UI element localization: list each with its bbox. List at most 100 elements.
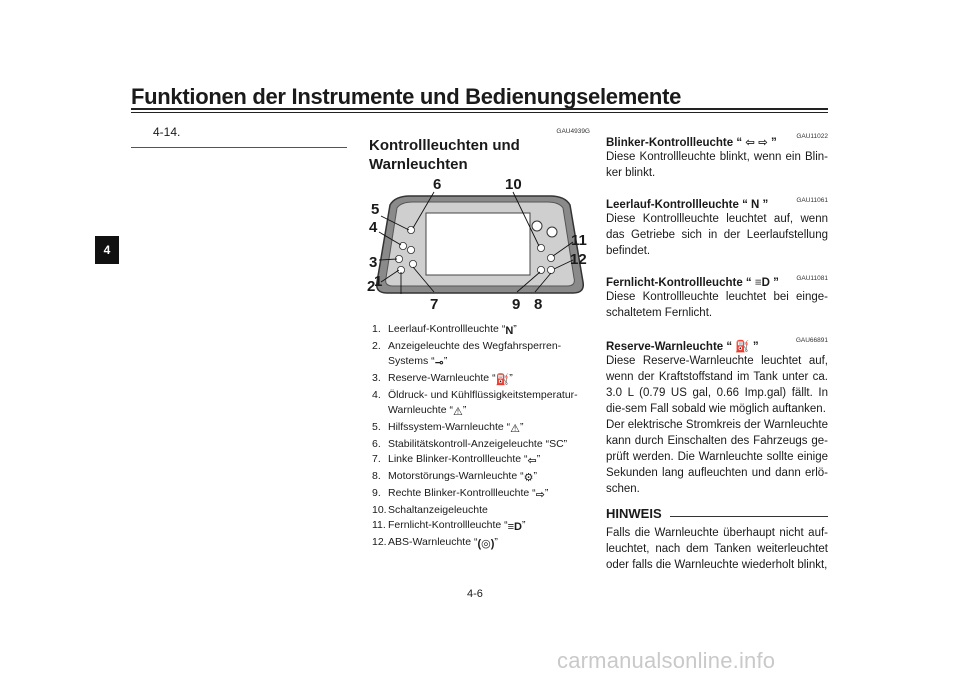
legend-label: Leerlauf-Kontrollleuchte “	[388, 323, 506, 335]
legend-label: Öldruck- und Kühlflüssigkeitstemperatur-…	[388, 389, 578, 416]
legend-item: 11.Fernlicht-Kontrollleuchte “≡D”	[372, 518, 600, 535]
legend-number: 5.	[372, 421, 381, 433]
header-rule	[131, 108, 828, 110]
section-body: Diese Kontrollleuchte leuchtet bei einge…	[606, 291, 828, 319]
legend-item: 1. Leerlauf-Kontrollleuchte “N”	[372, 322, 600, 339]
legend-text: Reserve-Warnleuchte “⛽”	[388, 371, 600, 388]
section-fernlicht: GAU11081 Fernlicht-Kontrollleuchte “ ≡D …	[606, 275, 828, 321]
legend-symbol-icon: ⇦	[527, 455, 537, 467]
callout-8: 8	[534, 296, 543, 313]
legend-symbol-icon: ⇨	[535, 489, 545, 501]
legend-text: Linke Blinker-Kontrollleuchte “⇦”	[388, 452, 600, 469]
legend-item: 4. Öldruck- und Kühlflüssigkeitstemperatu…	[372, 388, 600, 420]
legend-label: ABS-Warnleuchte “	[388, 536, 478, 548]
section-heading: Reserve-Warnleuchte “ ⛽ ”	[606, 341, 759, 353]
legend-number: 12.	[372, 536, 387, 548]
legend-symbol-icon: (◎)	[477, 538, 495, 550]
legend-label: Fernlicht-Kontrollleuchte “	[388, 519, 508, 531]
legend-label: Stabilitätskontroll-Anzeigeleuchte “SC”	[388, 438, 568, 450]
section-reserve: GAU66891 Reserve-Warnleuchte “ ⛽ ” Diese…	[606, 337, 828, 497]
legend-quote-close: ”	[462, 404, 467, 416]
legend-item: 3. Reserve-Warnleuchte “⛽”	[372, 371, 600, 388]
callout-2: 2	[367, 278, 376, 295]
legend-number: 3.	[372, 372, 381, 384]
legend-text: Leerlauf-Kontrollleuchte “N”	[388, 322, 600, 339]
legend-item: 6. Stabilitätskontroll-Anzeigeleuchte “SC…	[372, 437, 600, 452]
legend-quote-close: ”	[522, 519, 526, 531]
section-body-2: Der elektrische Stromkreis der Warnleuch…	[606, 419, 828, 495]
right-column: GAU11022 Blinker-Kontrollleuchte “ ⇦ ⇨ ”…	[606, 127, 828, 573]
legend-number: 11.	[372, 519, 386, 531]
section-blinker: GAU11022 Blinker-Kontrollleuchte “ ⇦ ⇨ ”…	[606, 133, 828, 181]
legend-item: 9. Rechte Blinker-Kontrollleuchte “⇨”	[372, 486, 600, 503]
section-code: GAU4939G	[556, 128, 590, 135]
legend-symbol-icon: ⚠	[510, 423, 521, 435]
header-rule-thin	[131, 112, 828, 113]
left-column-rule	[131, 147, 347, 148]
legend-label: Rechte Blinker-Kontrollleuchte “	[388, 487, 536, 499]
section-code: GAU11081	[796, 275, 828, 282]
legend-number: 4.	[372, 389, 381, 401]
section-code: GAU11061	[796, 197, 828, 204]
legend-text: Hilfssystem-Warnleuchte “⚠”	[388, 420, 600, 437]
legend-symbol-icon: ⚙	[523, 472, 534, 484]
section-code: GAU66891	[795, 337, 828, 344]
legend-text: ABS-Warnleuchte “(◎)”	[388, 535, 600, 552]
hinweis-header: HINWEIS	[606, 506, 828, 521]
section-heading: Leerlauf-Kontrollleuchte “ N ”	[606, 199, 769, 211]
legend-symbol-icon: ⛽	[495, 374, 510, 386]
legend-quote-close: ”	[443, 355, 448, 367]
legend-number: 10.	[372, 504, 387, 516]
legend-number: 9.	[372, 487, 381, 499]
legend-quote-close: ”	[533, 470, 537, 482]
legend-quote-close: ”	[513, 323, 517, 335]
callout-11: 11	[571, 232, 587, 249]
heading-line-2: Warnleuchten	[369, 156, 468, 173]
section-heading: Fernlicht-Kontrollleuchte “ ≡D ”	[606, 277, 779, 289]
legend-number: 2.	[372, 340, 381, 352]
legend-number: 1.	[372, 323, 381, 335]
chapter-tab: 4	[95, 236, 119, 264]
callout-6: 6	[433, 176, 442, 193]
callout-10: 10	[505, 176, 522, 193]
legend-quote-close: ”	[509, 372, 513, 384]
legend-label: Reserve-Warnleuchte “	[388, 372, 496, 384]
legend-label: Hilfssystem-Warnleuchte “	[388, 421, 511, 433]
legend-item: 5. Hilfssystem-Warnleuchte “⚠”	[372, 420, 600, 437]
legend-text: Schaltanzeigeleuchte	[388, 503, 600, 518]
legend-item: 12.ABS-Warnleuchte “(◎)”	[372, 535, 600, 552]
section-body: Diese Kontrollleuchte blinkt, wenn ein B…	[606, 151, 828, 179]
callout-5: 5	[371, 201, 380, 218]
legend-number: 8.	[372, 470, 381, 482]
section-body: Diese Reserve-Warnleuchte leuchtet auf, …	[606, 355, 828, 415]
callout-12: 12	[570, 251, 587, 268]
legend-quote-close: ”	[536, 453, 541, 465]
legend-label: Schaltanzeigeleuchte	[388, 504, 488, 516]
legend-symbol-icon: ≡D	[507, 521, 523, 533]
legend-quote-close: ”	[494, 536, 498, 548]
section-body: Diese Kontrollleuchte leuchtet auf, wenn…	[606, 213, 828, 257]
legend-label: Motorstörungs-Warnleuchte “	[388, 470, 524, 482]
page-title: Funktionen der Instrumente und Bedienung…	[131, 84, 682, 109]
heading-line-1: Kontrollleuchten und	[369, 137, 520, 154]
section-heading: Kontrollleuchten und Warnleuchten	[369, 136, 520, 174]
callout-3: 3	[369, 254, 378, 271]
page-number: 4-6	[467, 588, 483, 600]
legend-text: Anzeigeleuchte des Wegfahrsperren-System…	[388, 339, 600, 371]
legend-quote-close: ”	[544, 487, 549, 499]
legend-item: 8. Motorstörungs-Warnleuchte “⚙”	[372, 469, 600, 486]
hinweis-text: Falls die Warnleuchte überhaupt nicht au…	[606, 527, 828, 571]
legend-number: 7.	[372, 453, 381, 465]
legend-symbol-icon: ⊸	[434, 357, 444, 369]
legend-symbol-icon: N	[505, 325, 514, 337]
legend-text: Stabilitätskontroll-Anzeigeleuchte “SC”	[388, 437, 600, 452]
legend-text: Öldruck- und Kühlflüssigkeitstemperatur-…	[388, 388, 600, 420]
hinweis-rule	[669, 516, 828, 517]
section-leerlauf: GAU11061 Leerlauf-Kontrollleuchte “ N ” …	[606, 197, 828, 259]
legend-item: 10.Schaltanzeigeleuchte	[372, 503, 600, 518]
legend-label: Anzeigeleuchte des Wegfahrsperren-System…	[388, 340, 562, 367]
legend-number: 6.	[372, 438, 381, 450]
hinweis-label: HINWEIS	[606, 506, 662, 521]
instrument-panel-illustration	[375, 191, 585, 294]
legend-item: 2. Anzeigeleuchte des Wegfahrsperren-Syst…	[372, 339, 600, 371]
